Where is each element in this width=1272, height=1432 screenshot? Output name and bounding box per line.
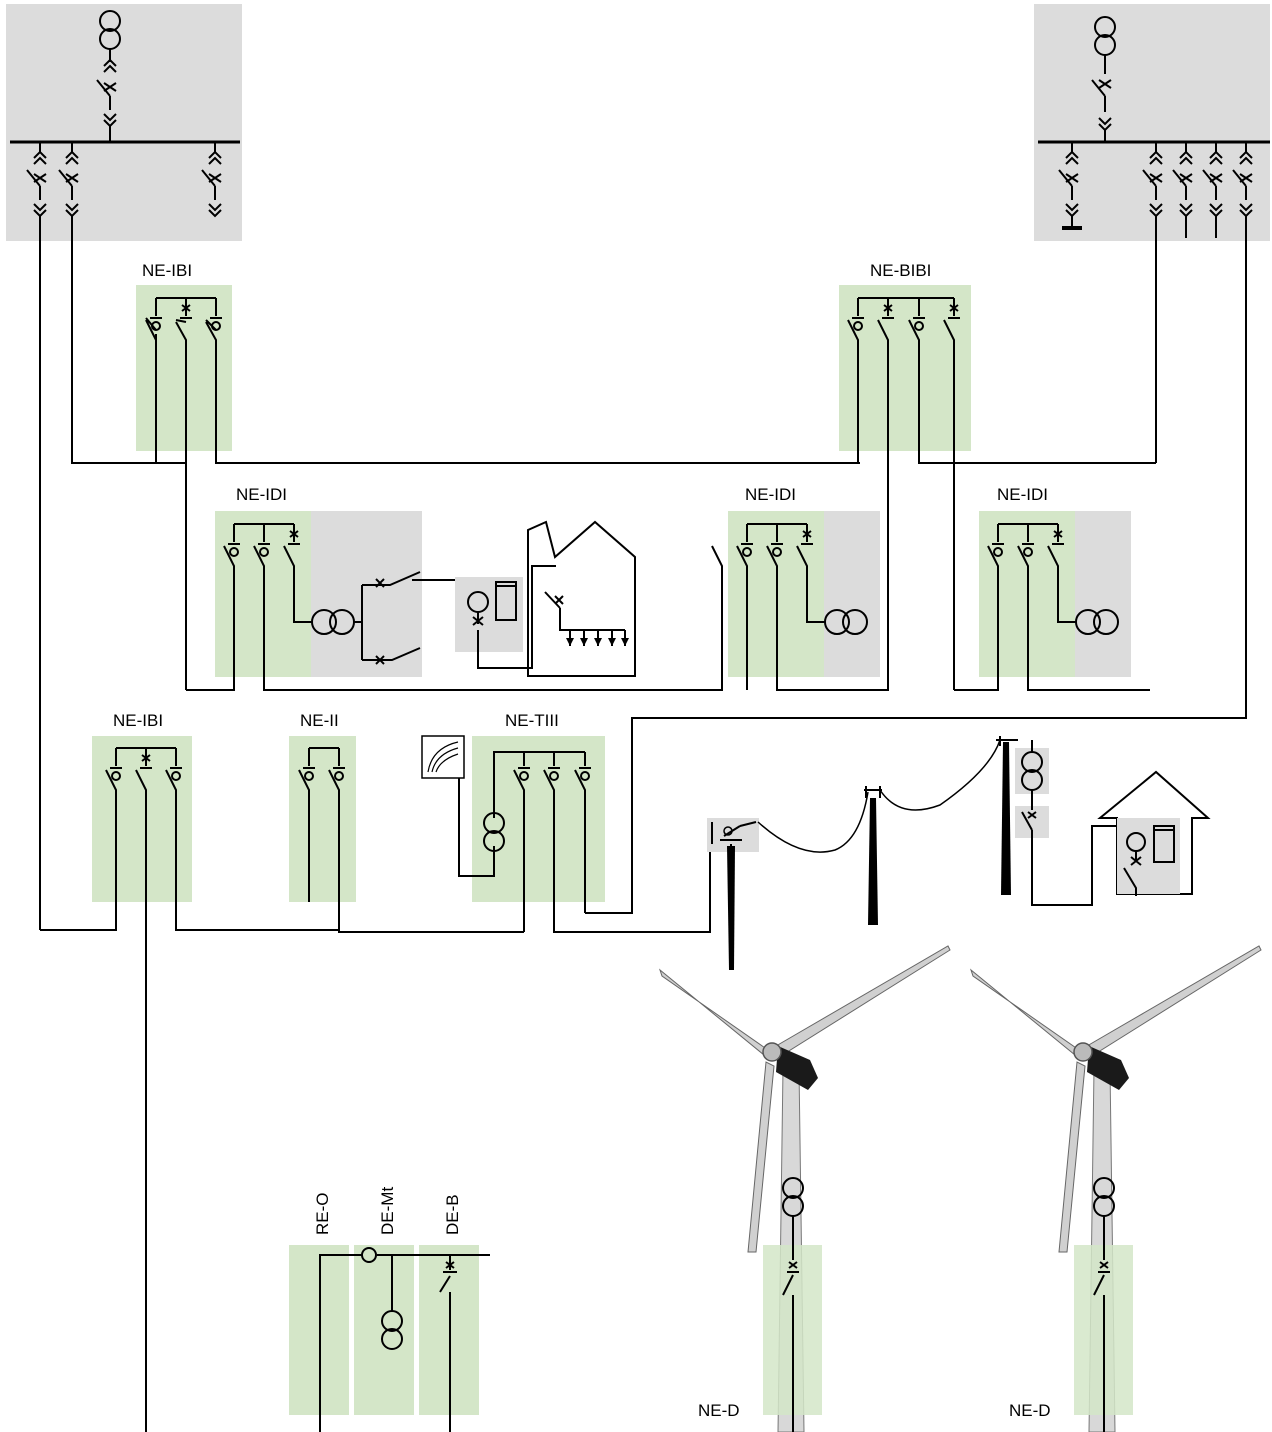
unit-label: NE-D [1009,1401,1051,1420]
unit-label: NE-TIII [505,711,559,730]
unit-label: NE-D [698,1401,740,1420]
substation-top-right [585,4,1270,914]
unit-ne-idi-1: NE-IDI [186,485,723,691]
unit-ne-ibi-low: NE-IBI [40,711,340,1432]
unit-ne-bibi: NE-BIBI [839,261,1156,690]
substation-top-left [6,4,242,930]
unit-group-bottom: RE-O DE-Mt DE-B [289,1187,490,1432]
unit-label: DE-B [443,1194,462,1235]
unit-label: DE-Mt [378,1187,397,1235]
pole-icon [1001,742,1011,895]
wind-turbine-2: NE-D [969,945,1262,1432]
overhead-line [707,736,1211,970]
building-outline [527,520,636,677]
unit-label: NE-IBI [142,261,192,280]
unit-ne-idi-2: NE-IDI [728,340,889,691]
unit-ne-ibi-top: NE-IBI [136,261,860,690]
wind-turbine-1: NE-D [658,945,951,1432]
antenna-icon [427,741,459,773]
pole-icon [727,846,735,970]
unit-label: NE-II [300,711,339,730]
unit-ne-tiii: NE-TIII [421,711,711,933]
unit-label: NE-IBI [113,711,163,730]
unit-label: NE-IDI [236,485,287,504]
unit-label: NE-IDI [997,485,1048,504]
pole-icon [868,798,878,925]
unit-label: NE-BIBI [870,261,931,280]
unit-label: NE-IDI [745,485,796,504]
unit-ne-ii: NE-II [289,711,524,933]
unit-ne-idi-3: NE-IDI [954,485,1150,691]
antenna-box [421,735,465,779]
unit-label: RE-O [313,1193,332,1236]
